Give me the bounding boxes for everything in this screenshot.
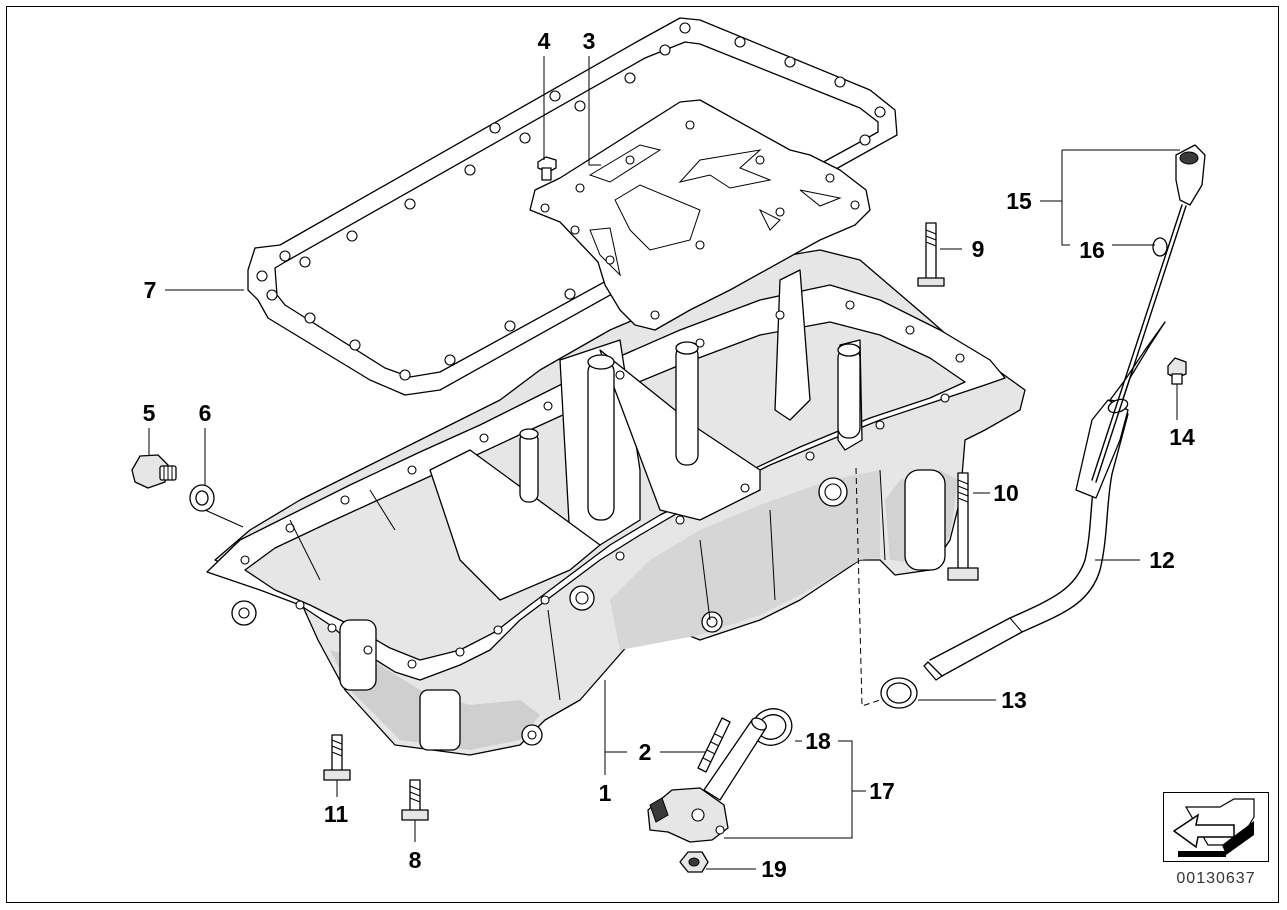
callout-2: 2	[639, 739, 652, 765]
dipstick	[1091, 144, 1206, 483]
callout-15: 15	[1006, 188, 1032, 214]
callout-10: 10	[993, 480, 1019, 506]
callout-6: 6	[199, 400, 212, 426]
callout-17: 17	[869, 778, 895, 804]
oil-pan-flange-holes	[240, 300, 965, 669]
callout-13: 13	[1001, 687, 1027, 713]
callout-4: 4	[538, 28, 551, 54]
callout-3: 3	[583, 28, 596, 54]
callout-1: 1	[599, 780, 612, 806]
callout-16: 16	[1079, 237, 1105, 263]
callout-18: 18	[805, 728, 831, 754]
stud-part-2	[697, 717, 731, 773]
leader-lines	[148, 56, 1180, 870]
washer-part-6	[189, 484, 215, 512]
bolt-part-11	[323, 734, 351, 781]
oil-pan	[206, 249, 1026, 756]
bolt-part-14	[1167, 357, 1187, 385]
callout-8: 8	[409, 847, 422, 873]
callout-11: 11	[324, 801, 349, 827]
callout-12: 12	[1149, 547, 1175, 573]
oil-level-sensor	[647, 717, 767, 843]
callout-9: 9	[972, 236, 985, 262]
windage-plate	[529, 99, 871, 331]
screw-part-4	[537, 156, 557, 181]
oil-pan-bosses	[339, 341, 946, 751]
callout-5: 5	[143, 400, 156, 426]
bolt-part-10	[947, 472, 979, 581]
bolt-part-8	[401, 779, 429, 821]
callout-7: 7	[144, 277, 157, 303]
callout-14: 14	[1169, 424, 1195, 450]
view-direction-arrow-icon	[1163, 792, 1269, 862]
drain-plug	[131, 454, 177, 489]
o-ring-part-18	[751, 708, 793, 746]
callout-19: 19	[761, 856, 787, 882]
bolt-part-9	[917, 222, 945, 287]
nut-part-19	[679, 851, 709, 873]
diagram-id: 00130637	[1176, 870, 1256, 887]
o-ring-part-13	[880, 677, 918, 709]
gasket-holes	[256, 22, 886, 381]
